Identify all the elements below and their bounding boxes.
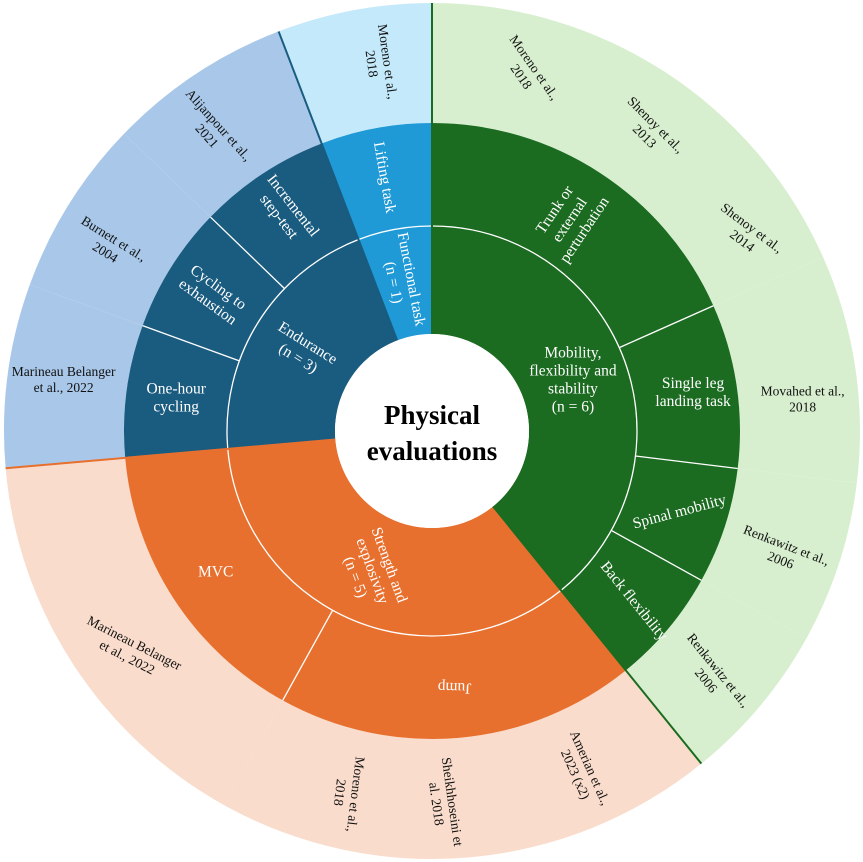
evaluation-segment-endurance-1: [142, 217, 285, 361]
outer-segment-endurance-0: [3, 284, 143, 469]
reference-label-mobility-1-0-line: Movahed et al.,: [761, 384, 845, 399]
evaluation-divider: [209, 216, 285, 290]
category-ring: [227, 226, 637, 636]
category-label-mobility-line: Mobility,: [544, 345, 601, 362]
category-label-mobility-line: (n = 6): [552, 399, 594, 416]
reference-label-strength-0-1-line: al. 2018: [426, 781, 447, 826]
evaluation-segment-endurance-0: [124, 325, 240, 458]
outer-segment-endurance-2: [124, 31, 322, 218]
outer-segment-strength-0: [224, 670, 702, 859]
evaluation-divider: [619, 305, 714, 349]
outer-segment-mobility-1: [713, 256, 860, 484]
evaluation-segment-mobility-0: [432, 123, 714, 348]
evaluation-label-mobility-1-line: Single leg: [662, 375, 725, 392]
category-segment-endurance: [227, 239, 398, 449]
reference-label-mobility-1-0-line: 2018: [789, 400, 816, 415]
category-divider: [277, 31, 399, 341]
category-divider: [5, 438, 336, 470]
reference-label-functional-0-0-line: 2018: [363, 49, 382, 78]
outer-segment-mobility-2: [701, 468, 857, 639]
category-label-mobility-line: flexibility and: [529, 363, 617, 380]
category-segment-functional: [358, 226, 432, 341]
evaluation-divider: [610, 529, 702, 581]
evaluation-divider: [142, 325, 240, 362]
outer-segment-strength-1: [5, 457, 283, 806]
evaluation-segment-strength-0: [282, 590, 626, 739]
evaluation-segment-mobility-1: [619, 305, 740, 469]
outer-segment-mobility-0: [432, 3, 823, 306]
evaluation-label-strength-1-line: MVC: [198, 564, 233, 581]
outer-segment-mobility-3: [625, 580, 807, 764]
evaluation-label-strength-0-line: Jump: [437, 678, 471, 696]
reference-label-endurance-0-0-line: Marineau Belanger: [12, 364, 116, 379]
category-label-mobility-line: stability: [548, 381, 598, 398]
center-hole: [335, 334, 529, 528]
evaluation-label-endurance-0-line: cycling: [153, 398, 199, 415]
center-title-line-2: evaluations: [367, 436, 498, 466]
evaluation-segment-functional-0: [321, 123, 432, 240]
evaluation-segment-strength-1: [125, 448, 333, 701]
evaluation-label-strength-0: Jump: [437, 678, 471, 696]
category-segment-mobility: [432, 226, 637, 591]
evaluation-divider: [635, 455, 738, 470]
center-title-line-1: Physical: [384, 400, 481, 430]
segment-dividers: [5, 3, 738, 765]
reference-ring: [3, 3, 860, 859]
outer-segment-functional-0: [278, 3, 432, 144]
evaluation-label-endurance-0-line: One-hour: [147, 380, 207, 397]
category-segment-strength: [227, 439, 562, 636]
evaluation-segment-mobility-3: [561, 530, 702, 671]
evaluation-label-strength-1: MVC: [198, 564, 233, 581]
ring-boundary-inner: [226, 225, 638, 637]
category-divider: [492, 505, 703, 765]
evaluation-divider: [282, 609, 334, 701]
reference-label-strength-0-2-line: 2018: [331, 778, 349, 807]
evaluation-label-mobility-1-line: landing task: [655, 393, 731, 410]
reference-label-endurance-0-0-line: et al., 2022: [34, 380, 94, 395]
reference-label-mobility-1-0: Movahed et al.,2018: [761, 384, 845, 415]
evaluation-segment-mobility-2: [611, 455, 738, 581]
outer-segment-endurance-1: [29, 133, 211, 326]
